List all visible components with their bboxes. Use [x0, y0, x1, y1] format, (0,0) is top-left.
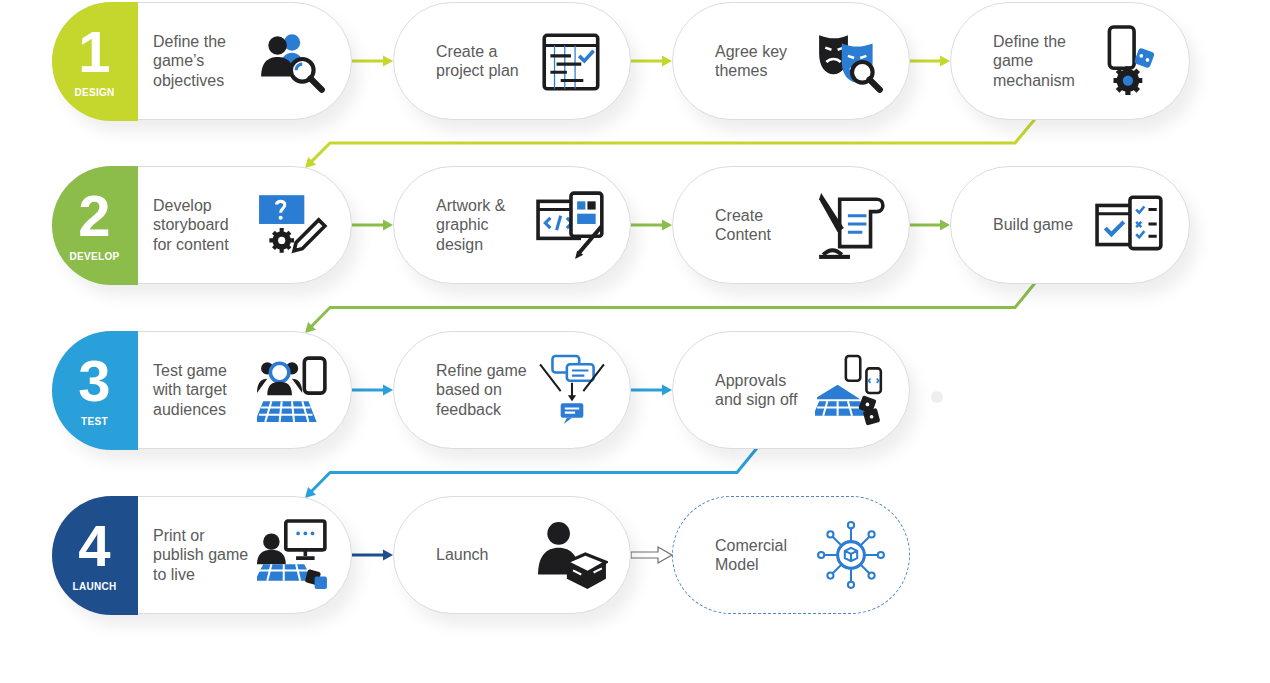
stage-band: 1DESIGN	[52, 2, 138, 121]
flow-connector	[352, 220, 393, 231]
step-label: Create Content	[715, 206, 811, 245]
scroll-icon	[815, 189, 887, 261]
feedback-icon	[536, 354, 608, 426]
step-label: Comercial Model	[715, 536, 811, 575]
flow-connector	[305, 119, 1035, 168]
step-label: Artwork & graphic design	[436, 196, 532, 255]
design-icon	[536, 189, 608, 261]
testers-icon	[257, 354, 329, 426]
build-icon	[1095, 189, 1167, 261]
step-label: Develop storyboard for content	[153, 196, 249, 255]
stage-pill: 1DESIGN Define the game’s objectives	[52, 2, 352, 120]
step-pill: Approvals and sign off	[672, 331, 910, 449]
stage-pill: 2DEVELOP Develop storyboard for content	[52, 166, 352, 284]
network-icon	[815, 519, 887, 591]
stage-name: DEVELOP	[70, 251, 120, 263]
flow-connector	[305, 283, 1035, 333]
step-pill: Refine game based on feedback	[393, 331, 631, 449]
step-label: Launch	[436, 545, 532, 565]
step-pill: Build game	[950, 166, 1190, 284]
stage-band: 2DEVELOP	[52, 166, 138, 285]
flow-connector	[910, 220, 950, 231]
stage-number: 3	[78, 352, 110, 410]
step-pill: Launch	[393, 496, 631, 614]
flow-connector	[631, 56, 672, 67]
stage-pill: 3TEST Test game with target audiences	[52, 331, 352, 449]
step-pill: Agree key themes	[672, 2, 910, 120]
step-label: Define the game’s objectives	[153, 32, 249, 91]
flow-connector	[631, 220, 672, 231]
plan-icon	[536, 25, 608, 97]
mechanism-icon	[1095, 25, 1167, 97]
stage-band: 3TEST	[52, 331, 138, 450]
launch-icon	[536, 519, 608, 591]
flow-connector	[631, 547, 672, 563]
step-pill: Define the game mechanism	[950, 2, 1190, 120]
flow-connector	[305, 448, 757, 498]
step-label: Agree key themes	[715, 42, 811, 81]
step-pill: Create Content	[672, 166, 910, 284]
people-search-icon	[257, 25, 329, 97]
stage-band: 4LAUNCH	[52, 496, 138, 615]
storyboard-icon	[257, 189, 329, 261]
stage-name: DESIGN	[74, 87, 114, 99]
stage-number: 4	[78, 517, 110, 575]
masks-icon	[815, 25, 887, 97]
step-label: Approvals and sign off	[715, 371, 811, 410]
step-label: Test game with target audiences	[153, 361, 249, 420]
stage-number: 1	[78, 23, 110, 81]
step-label: Create a project plan	[436, 42, 532, 81]
flow-connector	[631, 385, 672, 396]
flow-connector	[352, 56, 393, 67]
step-pill: Artwork & graphic design	[393, 166, 631, 284]
approval-icon	[815, 354, 887, 426]
step-label: Define the game mechanism	[993, 32, 1089, 91]
flow-connector	[352, 385, 393, 396]
stage-name: TEST	[81, 416, 108, 428]
optional-step-pill: Comercial Model	[672, 496, 910, 614]
step-label: Build game	[993, 215, 1089, 235]
stage-pill: 4LAUNCH Print or publish game to live	[52, 496, 352, 614]
step-pill: Create a project plan	[393, 2, 631, 120]
flow-connector	[352, 550, 393, 561]
stage-number: 2	[78, 187, 110, 245]
step-label: Refine game based on feedback	[436, 361, 532, 420]
publish-icon	[257, 519, 329, 591]
step-label: Print or publish game to live	[153, 526, 249, 585]
flow-connector	[910, 56, 950, 67]
decor-dot	[931, 391, 943, 403]
stage-name: LAUNCH	[72, 581, 116, 593]
